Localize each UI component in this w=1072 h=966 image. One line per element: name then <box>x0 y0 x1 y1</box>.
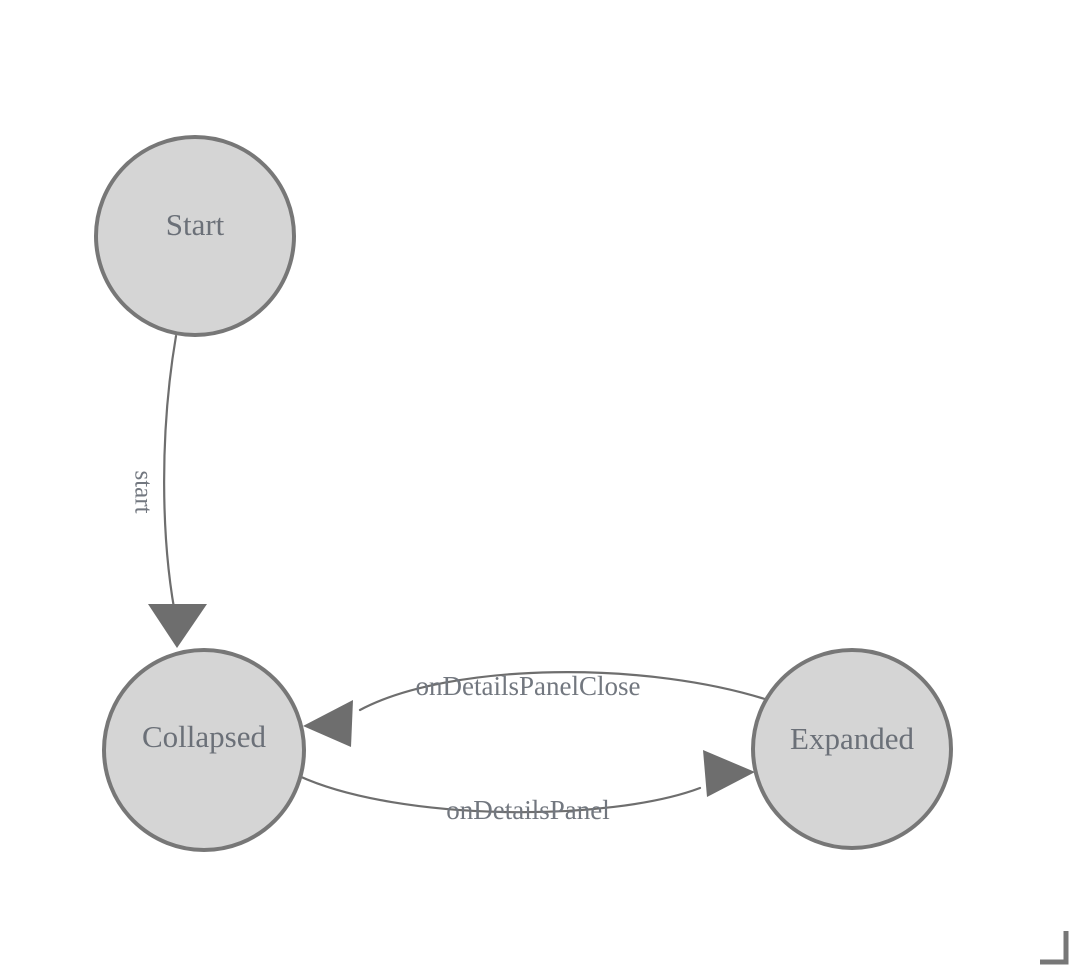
node-expanded-label: Expanded <box>790 721 914 756</box>
edge-start-to-collapsed[interactable]: start <box>129 334 207 648</box>
edge-path-start-to-collapsed <box>163 334 179 626</box>
node-collapsed-label: Collapsed <box>142 719 266 754</box>
node-start-circle[interactable] <box>94 135 296 337</box>
edge-label-on-details-panel: onDetailsPanel <box>446 795 609 825</box>
node-group: Start Collapsed Expanded <box>94 135 953 852</box>
edge-expanded-to-collapsed[interactable]: onDetailsPanelClose <box>303 671 776 747</box>
arrowhead-start-to-collapsed <box>148 604 207 648</box>
node-collapsed[interactable]: Collapsed <box>102 648 306 852</box>
edge-group: start onDetailsPanelClose onDetailsPanel <box>129 334 776 825</box>
resize-corner-mark[interactable] <box>1040 931 1069 965</box>
node-expanded-circle[interactable] <box>751 648 953 850</box>
edge-label-on-details-panel-close: onDetailsPanelClose <box>416 671 641 701</box>
arrowhead-expanded-to-collapsed <box>303 700 353 747</box>
node-start-label: Start <box>166 207 225 242</box>
node-expanded[interactable]: Expanded <box>751 648 953 850</box>
arrowhead-collapsed-to-expanded <box>703 750 755 797</box>
edge-collapsed-to-expanded[interactable]: onDetailsPanel <box>297 750 755 825</box>
edge-label-start: start <box>129 470 156 513</box>
node-start[interactable]: Start <box>94 135 296 337</box>
edge-path-expanded-to-collapsed <box>358 671 776 712</box>
node-collapsed-circle[interactable] <box>102 648 306 852</box>
edge-path-collapsed-to-expanded <box>297 774 702 814</box>
